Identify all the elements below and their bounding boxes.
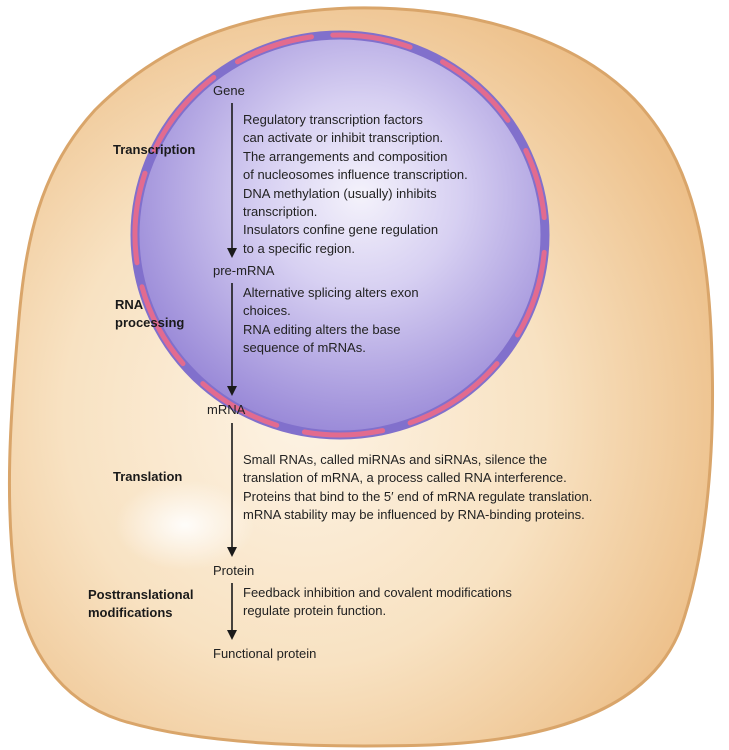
description-line: DNA methylation (usually) inhibits [243,185,437,201]
mrna-label: mRNA [207,402,246,417]
envelope-segment [151,74,217,153]
protein-label: Protein [213,563,255,578]
rna-processing-description: Alternative splicing alters exon choices… [243,284,419,358]
envelope-segment [301,428,386,438]
envelope-segment [235,34,314,65]
envelope-segment [200,381,280,428]
description-line: regulate protein function. [243,603,387,619]
functional-protein-label: Functional protein [213,646,317,661]
gene-label: Gene [213,83,245,98]
cytoplasm-highlight [115,480,255,570]
description-line: translation of mRNA, a process called RN… [243,470,567,486]
envelope-segment [139,284,186,367]
pre-mrna-label: pre-mRNA [213,263,275,278]
stage-transcription: Transcription [113,142,196,157]
description-line: sequence of mRNAs. [243,340,366,356]
envelope-segment [523,148,547,221]
description-line: Alternative splicing alters exon [243,285,419,300]
stage-rna-processing-line2: processing [115,315,185,330]
envelope-segment [330,32,413,50]
flow-arrow [227,103,237,258]
stage-translation: Translation [113,469,183,484]
envelope-segment [407,361,500,426]
description-line: The arrangements and composition [243,148,448,164]
flow-arrow [227,283,237,396]
transcription-description: Regulatory transcription factors can act… [243,111,468,258]
description-line: Small RNAs, called miRNAs and siRNAs, si… [243,452,548,467]
description-line: RNA editing alters the base [243,321,401,337]
nuclear-envelope-segments [132,32,547,438]
stage-rna-processing-line1: RNA [115,297,144,312]
description-line: can activate or inhibit transcription. [243,130,444,146]
description-line: of nucleosomes influence transcription. [243,167,468,183]
description-line: transcription. [243,204,318,220]
envelope-segment [132,170,148,266]
posttranslational-description: Feedback inhibition and covalent modific… [243,584,512,621]
description-line: mRNA stability may be influenced by RNA-… [243,507,585,523]
description-line: Insulators confine gene regulation [243,222,439,238]
description-line: Proteins that bind to the 5′ end of mRNA… [243,488,593,504]
description-line: choices. [243,303,291,319]
description-line: to a specific region. [243,240,356,256]
flow-arrow [227,583,237,640]
description-line: Regulatory transcription factors [243,112,423,127]
envelope-segment [440,59,511,123]
stage-posttranslational-line1: Posttranslational [88,587,194,602]
envelope-segment [515,249,547,338]
translation-description: Small RNAs, called miRNAs and siRNAs, si… [243,451,592,525]
flow-arrow [227,423,237,557]
flow-arrows [227,103,237,640]
stage-posttranslational-line2: modifications [88,605,173,620]
description-line: Feedback inhibition and covalent modific… [243,585,512,600]
